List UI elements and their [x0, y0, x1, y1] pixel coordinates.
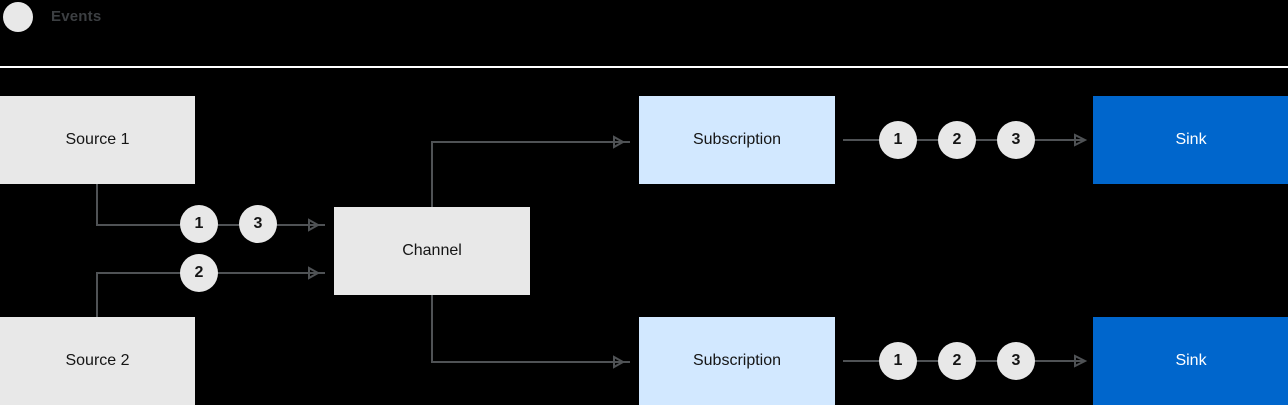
event-token: 1 [879, 121, 917, 159]
node-sink-bottom[interactable]: Sink [1093, 317, 1288, 405]
node-source-1[interactable]: Source 1 [0, 96, 195, 184]
event-token: 3 [997, 342, 1035, 380]
event-token: 1 [180, 205, 218, 243]
event-token: 2 [938, 342, 976, 380]
node-subscription-bottom[interactable]: Subscription [639, 317, 835, 405]
event-token: 3 [239, 205, 277, 243]
header-divider [0, 66, 1288, 68]
event-token: 3 [997, 121, 1035, 159]
event-token: 2 [938, 121, 976, 159]
legend-label: Events [51, 8, 102, 25]
event-token: 2 [180, 254, 218, 292]
legend: Events [0, 0, 101, 33]
node-channel[interactable]: Channel [334, 207, 530, 295]
node-subscription-top[interactable]: Subscription [639, 96, 835, 184]
node-source-2[interactable]: Source 2 [0, 317, 195, 405]
event-token: 1 [879, 342, 917, 380]
event-dot-icon [3, 1, 33, 32]
node-sink-top[interactable]: Sink [1093, 96, 1288, 184]
